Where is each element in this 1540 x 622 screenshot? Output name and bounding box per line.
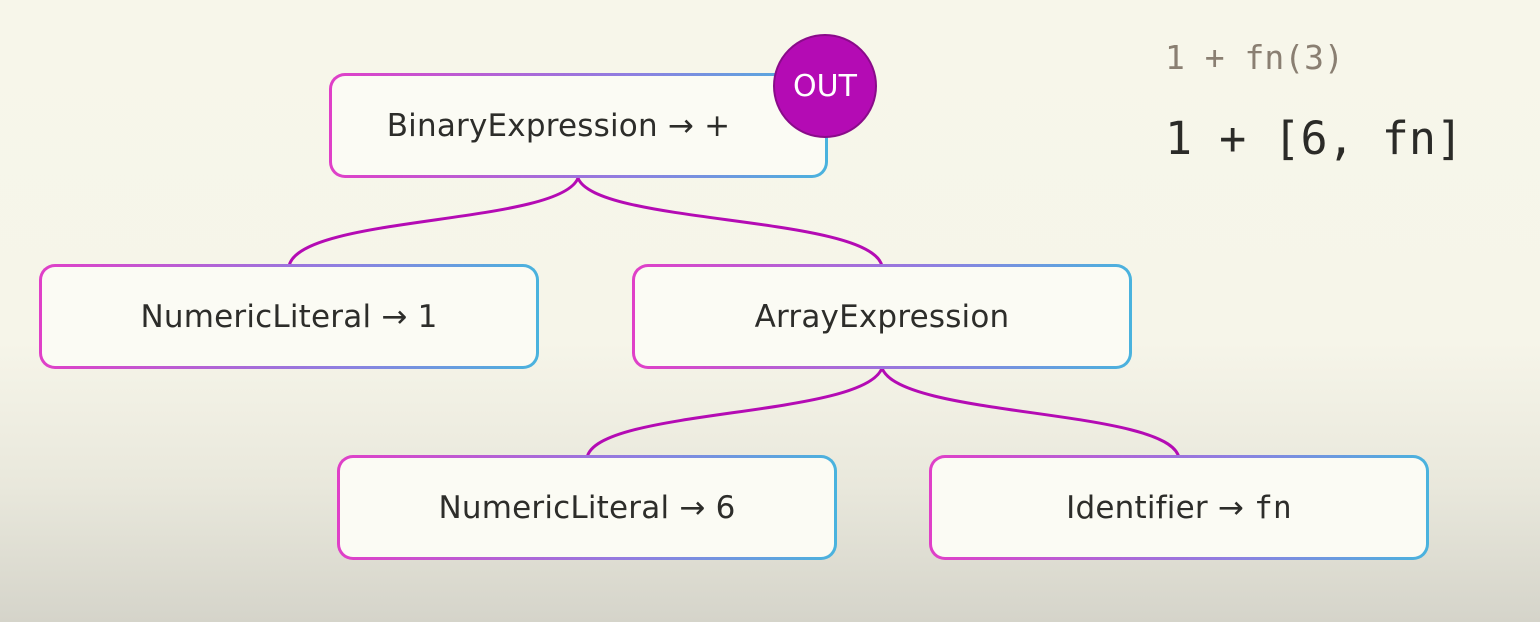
node-type: BinaryExpression (386, 107, 658, 144)
node-type: ArrayExpression (754, 298, 1010, 335)
code-result: 1 + [6, fn] (1165, 112, 1464, 165)
node-type: Identifier (1066, 489, 1208, 526)
node-array-expression: ArrayExpression (632, 264, 1132, 369)
node-binary-expression: BinaryExpression → + (329, 73, 828, 178)
out-badge-label: OUT (793, 68, 857, 104)
arrow-icon: → (667, 107, 695, 144)
node-numeric-literal-6-label: NumericLiteral → 6 (438, 490, 735, 526)
edge-array-ident (880, 367, 1181, 459)
code-source: 1 + fn(3) (1165, 38, 1344, 77)
node-type: NumericLiteral (140, 298, 372, 335)
edge-root-array (576, 177, 884, 267)
edge-array-six (585, 367, 884, 459)
node-identifier-label: Identifier → fn (1066, 490, 1292, 526)
node-numeric-literal-1: NumericLiteral → 1 (39, 264, 539, 369)
node-identifier: Identifier → fn (929, 455, 1429, 560)
node-numeric-literal-6: NumericLiteral → 6 (337, 455, 837, 560)
node-numeric-literal-1-label: NumericLiteral → 1 (140, 299, 437, 335)
node-type: NumericLiteral (438, 489, 670, 526)
node-value: 6 (715, 489, 736, 526)
node-value: fn (1254, 489, 1292, 526)
out-badge: OUT (773, 34, 877, 138)
node-value: 1 (417, 298, 438, 335)
arrow-icon: → (381, 298, 408, 335)
node-value: + (704, 107, 731, 144)
edge-root-left (287, 177, 580, 267)
node-binary-expression-label: BinaryExpression → + (387, 108, 731, 144)
arrow-icon: → (679, 489, 706, 526)
arrow-icon: → (1217, 489, 1245, 526)
